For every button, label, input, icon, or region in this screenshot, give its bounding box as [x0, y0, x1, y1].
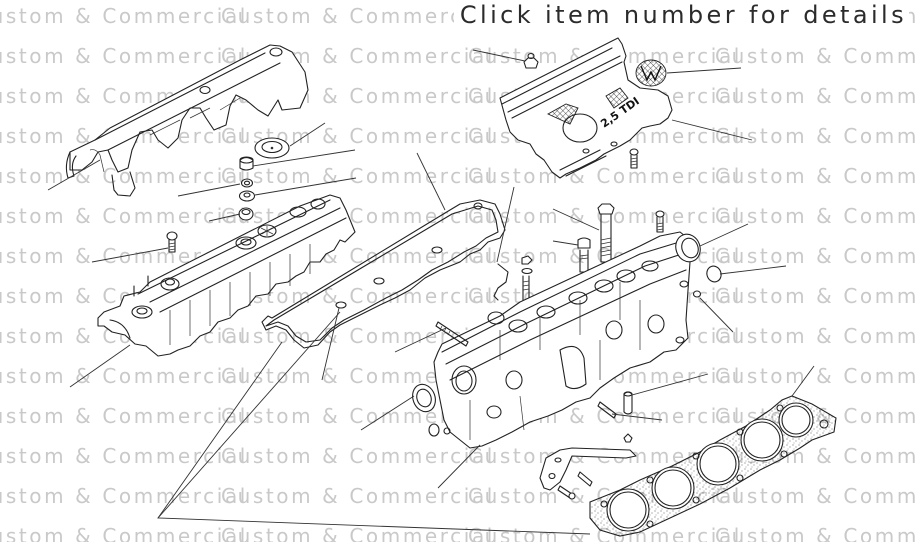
camshaft-oil-seal-drawing	[675, 233, 701, 263]
head-bolts-drawing	[493, 203, 665, 303]
callout-washer[interactable]	[177, 183, 241, 197]
callout-cap-nut[interactable]	[252, 149, 356, 167]
callout-valve-cover[interactable]	[69, 344, 131, 388]
callout-shaft-seal-front[interactable]	[360, 395, 415, 431]
callout-gasket-seal-ring[interactable]	[496, 186, 515, 263]
callout-seal-washer[interactable]	[254, 177, 357, 196]
guide-sleeve-drawing	[597, 391, 633, 419]
callout-cover-fastener-clip[interactable]	[472, 49, 526, 62]
callout-dowel-sleeve[interactable]	[699, 297, 734, 333]
valve-cover-bolt-drawing	[166, 231, 178, 253]
callout-cylinder-head[interactable]	[437, 444, 481, 489]
callout-valve-cover-bolt[interactable]	[91, 247, 169, 263]
callout-guide-sleeve[interactable]	[631, 373, 709, 396]
grommets-drawing	[238, 137, 290, 221]
dowel-drawing	[692, 290, 702, 298]
valve-cover-gasket-drawing	[261, 199, 506, 349]
callout-oil-filler-seal[interactable]	[321, 307, 340, 381]
top-engine-cover-drawing: 2,5 TDI	[499, 37, 673, 179]
callout-cylinder-head-gasket[interactable]	[791, 365, 815, 397]
callout-cover-grommet[interactable]	[289, 122, 326, 147]
rear-engine-cover-drawing	[65, 44, 309, 197]
valve-cover-drawing	[97, 194, 356, 357]
callout-rear-engine-cover[interactable]	[47, 159, 101, 191]
cylinder-head-drawing	[433, 231, 691, 449]
threaded-stud-drawing	[435, 321, 469, 347]
callout-top-engine-cover[interactable]	[671, 119, 753, 141]
callout-exhaust-stud[interactable]	[394, 327, 447, 353]
front-shaft-seal-drawing	[412, 383, 451, 437]
callout-rubber-grommet[interactable]	[208, 213, 241, 222]
callout-cylinder-head-bolt[interactable]	[552, 208, 600, 231]
cover-fastener-drawing	[523, 52, 539, 69]
callout-stud-bolt[interactable]	[552, 240, 579, 246]
callout-gasket-set[interactable]	[157, 311, 591, 535]
bracket-drawing	[539, 433, 637, 500]
callout-valve-cover-gasket[interactable]	[416, 152, 446, 211]
sealing-plug-drawing	[706, 265, 722, 283]
engine-cover-screw-drawing	[629, 148, 639, 169]
callout-vw-emblem[interactable]	[666, 67, 742, 74]
head-gasket-drawing	[589, 395, 837, 537]
vw-emblem-drawing	[635, 59, 667, 87]
callout-oil-seal-camshaft[interactable]	[699, 223, 749, 247]
callout-threaded-stud[interactable]	[611, 413, 663, 421]
page-title: Click item number for details	[453, 1, 909, 29]
callout-sealing-plug[interactable]	[719, 265, 787, 275]
